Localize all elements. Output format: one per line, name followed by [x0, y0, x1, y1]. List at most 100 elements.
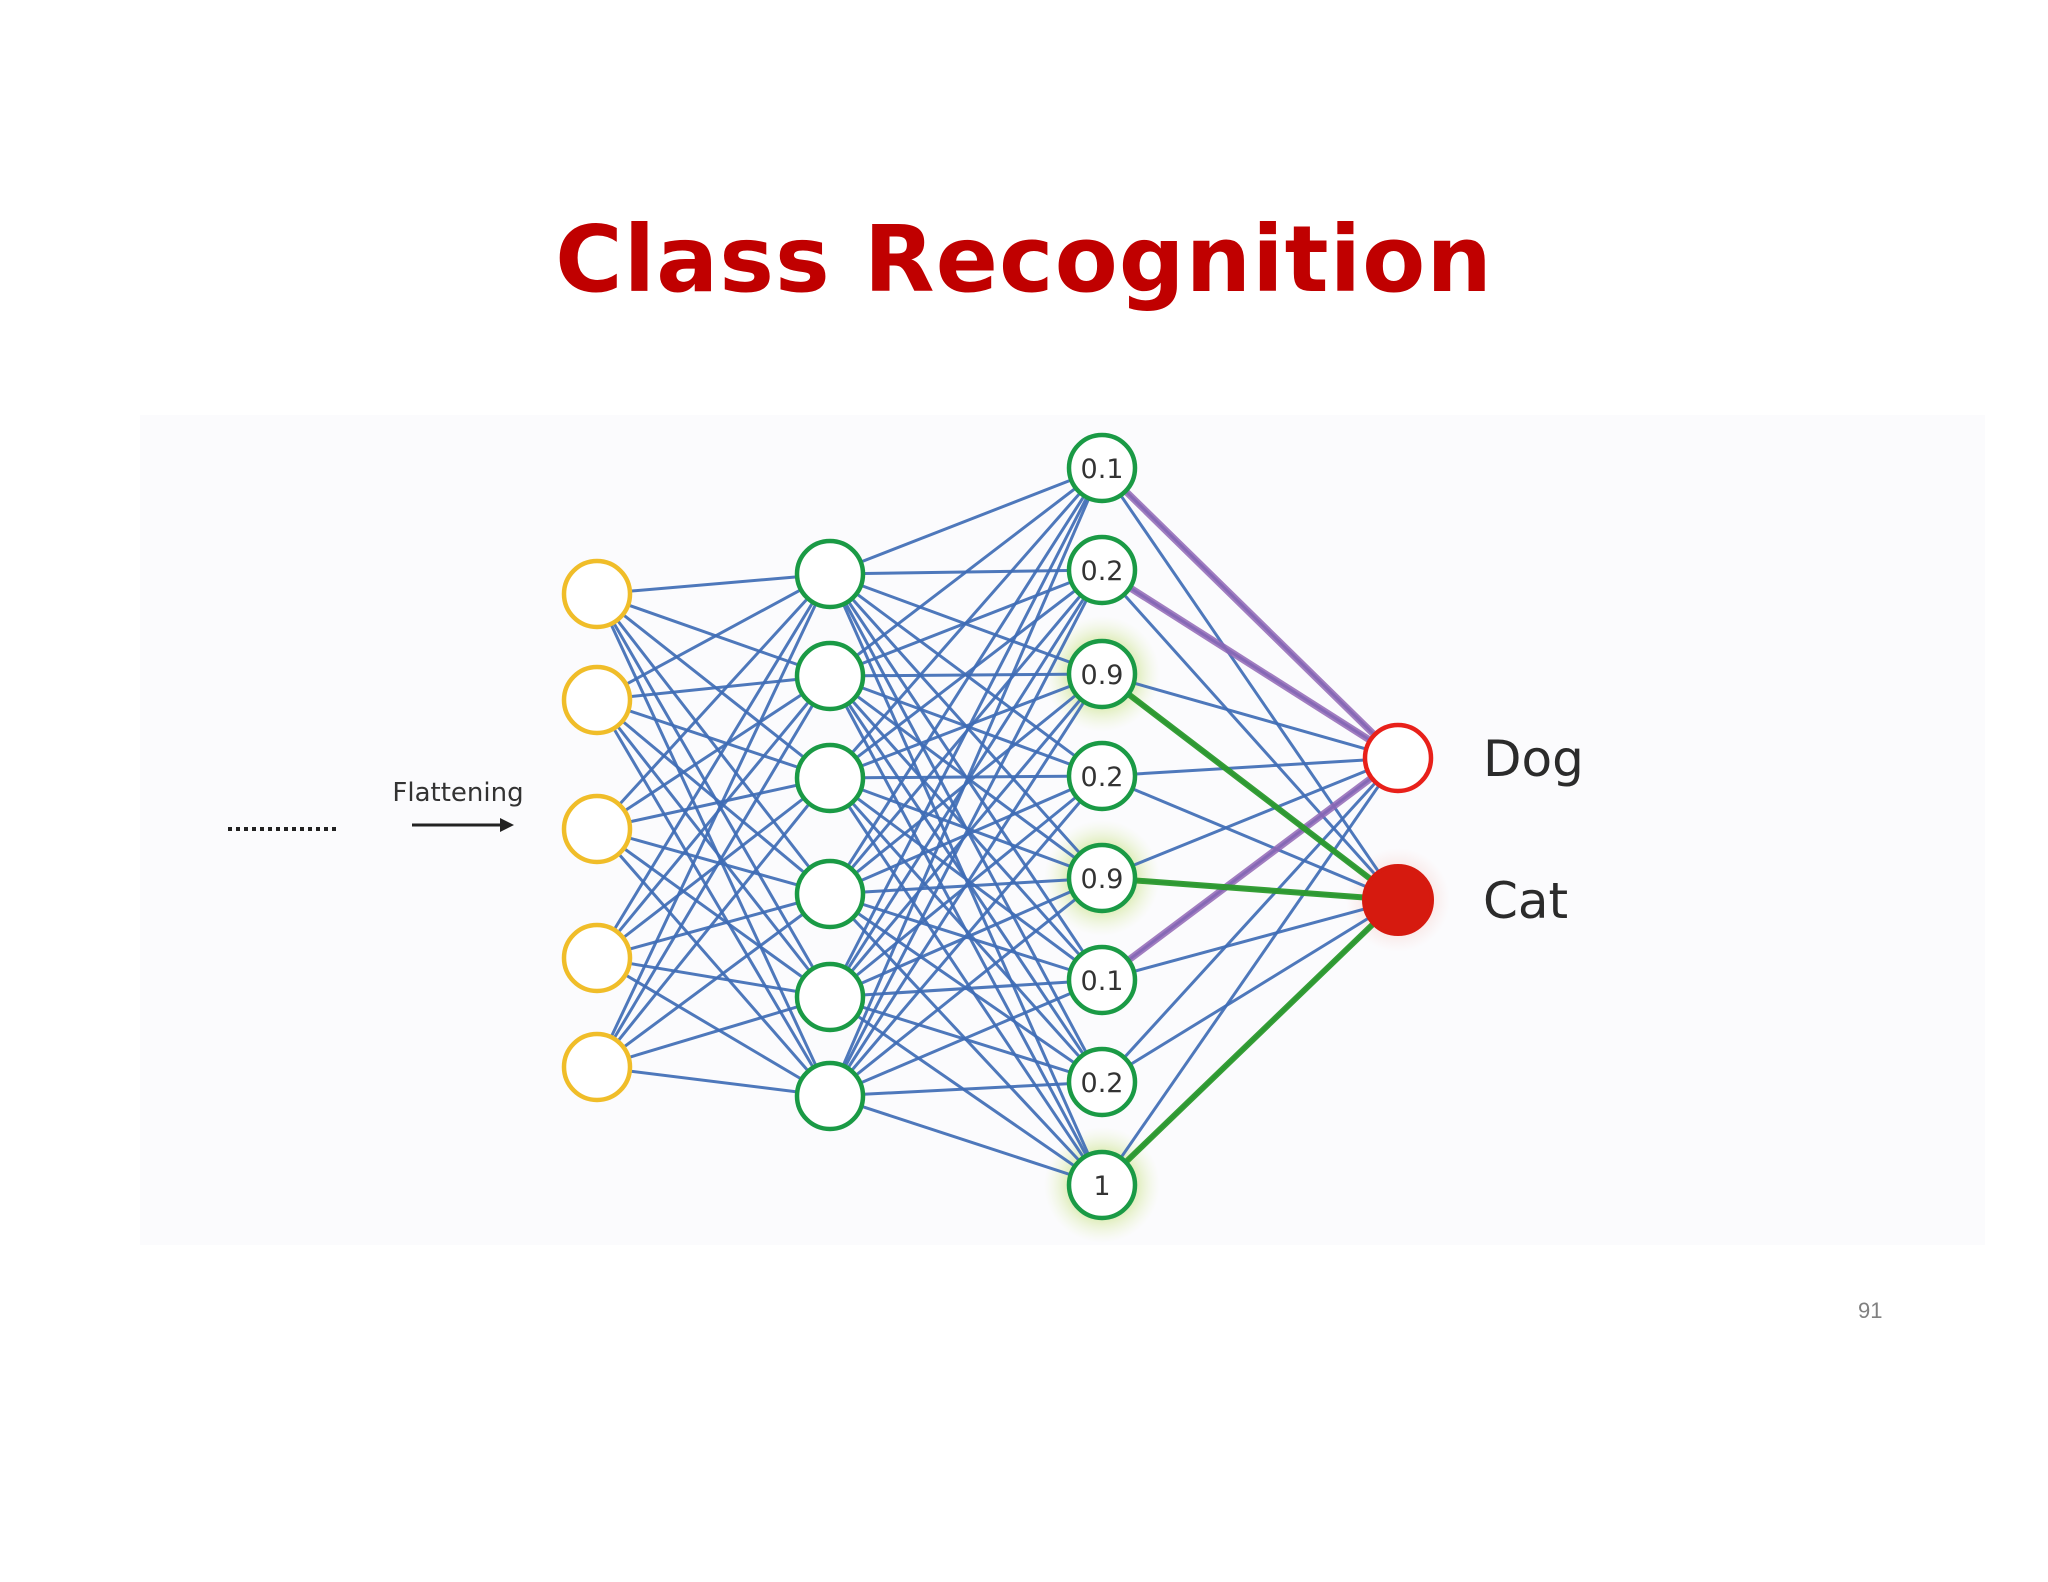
- hidden-node: [794, 742, 866, 814]
- connection-line: [829, 466, 1103, 678]
- connection-line: [828, 777, 1104, 1186]
- connection-line: [1101, 898, 1399, 982]
- connection-line: [596, 892, 831, 960]
- connection-line: [596, 572, 831, 596]
- connection-line: [596, 956, 831, 999]
- cat-connection-line: [1099, 897, 1401, 1188]
- connection-line: [1100, 757, 1400, 1186]
- feature-value-label: 1: [1093, 1171, 1110, 1202]
- connection-line: [1101, 898, 1399, 1084]
- connection-line: [828, 673, 1104, 1097]
- feature-value-label: 0.2: [1081, 762, 1124, 793]
- page-number: 91: [1858, 1298, 1883, 1323]
- feature-value-label: 0.1: [1081, 454, 1124, 485]
- connection-line: [829, 776, 1103, 880]
- hidden-node: [794, 640, 866, 712]
- connection-line: [828, 467, 1104, 998]
- nodes-layer: [561, 432, 1434, 1221]
- connection-line: [596, 698, 831, 896]
- input-node: [561, 793, 633, 865]
- feature-value-label: 0.2: [1081, 1068, 1124, 1099]
- dog-connection-line: [1099, 465, 1401, 761]
- connection-line: [829, 568, 1103, 780]
- connection-line: [828, 569, 1104, 1097]
- connection-line: [595, 593, 832, 895]
- connection-line: [829, 1080, 1103, 1098]
- input-node: [561, 1031, 633, 1103]
- connection-line: [596, 827, 831, 896]
- flattening-arrow-icon: [412, 818, 514, 832]
- connection-line: [828, 467, 1104, 895]
- connection-line: [596, 776, 831, 960]
- connection-line: [596, 592, 831, 678]
- connection-line: [829, 774, 1103, 780]
- flattening-label: Flattening: [392, 778, 523, 808]
- feature-node: [1066, 944, 1138, 1016]
- connection-line: [595, 828, 832, 1097]
- connection-line: [1100, 756, 1400, 1084]
- output-label-cat: Cat: [1483, 872, 1568, 930]
- feature-value-label: 0.1: [1081, 966, 1124, 997]
- connection-line: [1101, 774, 1399, 902]
- input-node: [561, 922, 633, 994]
- connection-line: [828, 467, 1104, 779]
- connection-line: [828, 467, 1104, 1097]
- connection-line: [595, 573, 832, 959]
- connection-line: [1101, 756, 1399, 880]
- connection-line: [595, 699, 832, 998]
- output-node-cat: [1362, 864, 1434, 936]
- feature-node: [1066, 1046, 1138, 1118]
- connection-line: [829, 466, 1103, 576]
- connection-line: [1101, 756, 1399, 778]
- connection-line: [596, 776, 831, 831]
- output-node-dog: [1362, 722, 1434, 794]
- feature-node: [1066, 638, 1138, 710]
- connections-layer-1: [595, 572, 832, 1098]
- feature-value-label: 0.2: [1081, 556, 1124, 587]
- connection-line: [596, 592, 831, 780]
- feature-node: [1066, 534, 1138, 606]
- connection-line: [596, 1065, 831, 1098]
- hidden-node: [794, 538, 866, 610]
- slide-title: Class Recognition: [555, 206, 1493, 313]
- dog-connection-line: [1099, 755, 1401, 983]
- connection-line: [828, 776, 1104, 1084]
- highlighted-connections: [1099, 465, 1401, 1188]
- feature-value-label: 0.9: [1081, 864, 1124, 895]
- connection-line: [595, 573, 832, 1068]
- feature-node: [1066, 1149, 1138, 1221]
- connection-line: [595, 572, 832, 831]
- connection-line: [829, 978, 1103, 1098]
- connection-line: [596, 674, 831, 702]
- cat-connection-line: [1100, 671, 1400, 903]
- dog-connection-line: [1100, 567, 1400, 761]
- connection-line: [829, 1094, 1103, 1187]
- connection-line: [595, 593, 832, 1097]
- connection-line: [596, 956, 831, 1098]
- diagram-panel: [140, 415, 1985, 1245]
- connections-layer-3: [1100, 466, 1400, 1187]
- output-label-dog: Dog: [1483, 730, 1584, 788]
- cat-connection-line: [1101, 875, 1399, 903]
- connection-line: [829, 876, 1103, 1098]
- connection-line: [596, 572, 831, 702]
- connection-line: [596, 995, 831, 1069]
- connection-line: [596, 674, 831, 831]
- connection-line: [596, 892, 831, 1069]
- feature-node: [1066, 740, 1138, 812]
- connection-line: [829, 672, 1103, 780]
- connection-line: [596, 698, 831, 780]
- connection-line: [829, 776, 1103, 982]
- connection-line: [595, 699, 832, 1097]
- feature-node: [1066, 842, 1138, 914]
- connection-line: [595, 675, 832, 1068]
- input-node: [561, 558, 633, 630]
- connection-line: [596, 827, 831, 999]
- feature-node: [1066, 432, 1138, 504]
- feature-value-label: 0.9: [1081, 660, 1124, 691]
- hidden-node: [794, 961, 866, 1033]
- connection-line: [1100, 568, 1400, 902]
- input-node: [561, 664, 633, 736]
